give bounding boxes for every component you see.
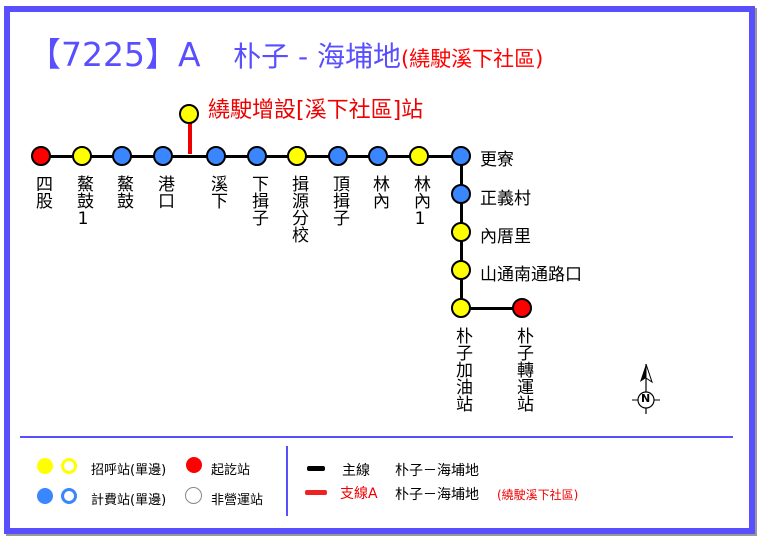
call-stop-single-icon: [61, 458, 77, 474]
station-label: 港口: [154, 175, 174, 209]
legend-main-route: 朴子－海埔地: [395, 463, 479, 479]
legend-main-line: 主線: [342, 463, 370, 479]
station-label: 溪下: [207, 175, 227, 209]
route-title: 【7225】A 朴子 - 海埔地(繞駛溪下社區): [28, 28, 543, 76]
compass-icon: [632, 363, 660, 414]
main-line-swatch: [307, 466, 325, 471]
station-label: 鰲鼓1: [73, 175, 93, 229]
branch-station-label: 繞駛增設[溪下社區]站: [208, 98, 424, 123]
legend-fare-stop: 計費站(單邊): [91, 493, 167, 508]
station-label: 更寮: [480, 150, 514, 170]
compass-north-label: N: [641, 392, 651, 405]
station-label: 四股: [32, 175, 52, 209]
station-marker[interactable]: [451, 298, 471, 318]
station-marker[interactable]: [328, 146, 348, 166]
route-detour: (繞駛溪下社區): [400, 47, 544, 71]
station-marker[interactable]: [368, 146, 388, 166]
branch-line: [188, 122, 192, 154]
non-operating-icon: [185, 487, 202, 504]
station-marker[interactable]: [247, 146, 267, 166]
station-marker[interactable]: [287, 146, 307, 166]
station-label: 朴子轉運站: [513, 327, 533, 412]
legend-terminal: 起訖站: [211, 463, 251, 478]
route-name: 朴子 - 海埔地: [233, 40, 401, 73]
station-label: 朴子加油站: [452, 327, 472, 412]
station-label: 林內1: [410, 175, 430, 229]
legend-branch-route: 朴子－海埔地: [395, 487, 479, 503]
station-marker[interactable]: [409, 146, 429, 166]
route-variant: A: [177, 35, 201, 74]
station-label: 鰲鼓: [113, 175, 133, 209]
station-label: 正義村: [480, 189, 531, 209]
legend-branch-line: 支線A: [340, 486, 378, 502]
station-label: 下揖子: [248, 175, 268, 226]
fare-stop-icon: [37, 488, 53, 504]
station-marker[interactable]: [72, 146, 92, 166]
station-label: 林內: [369, 175, 389, 209]
station-marker[interactable]: [153, 146, 173, 166]
station-marker[interactable]: [451, 184, 471, 204]
fare-stop-single-icon: [61, 488, 77, 504]
station-marker[interactable]: [112, 146, 132, 166]
station-marker[interactable]: [451, 222, 471, 242]
legend-non-operating: 非營運站: [211, 493, 264, 508]
station-label: 揖源分校: [288, 175, 308, 243]
legend-divider: [20, 436, 733, 438]
terminal-icon: [186, 457, 202, 473]
main-line-end: [461, 307, 522, 310]
station-label: 山通南通路口: [480, 265, 582, 285]
station-marker[interactable]: [31, 146, 51, 166]
call-stop-icon: [37, 458, 53, 474]
map-frame: [4, 6, 755, 534]
station-label: 內厝里: [480, 227, 531, 247]
legend-separator: [286, 446, 288, 516]
legend-branch-note: (繞駛溪下社區): [497, 488, 579, 502]
branch-line-swatch: [305, 490, 327, 495]
station-marker[interactable]: [451, 260, 471, 280]
station-label: 頂揖子: [329, 175, 349, 226]
route-number: 【7225】: [28, 35, 178, 74]
legend-call-stop: 招呼站(單邊): [91, 463, 167, 478]
branch-station-marker[interactable]: [179, 104, 199, 124]
station-marker[interactable]: [451, 146, 471, 166]
station-marker[interactable]: [512, 298, 532, 318]
station-marker[interactable]: [206, 146, 226, 166]
